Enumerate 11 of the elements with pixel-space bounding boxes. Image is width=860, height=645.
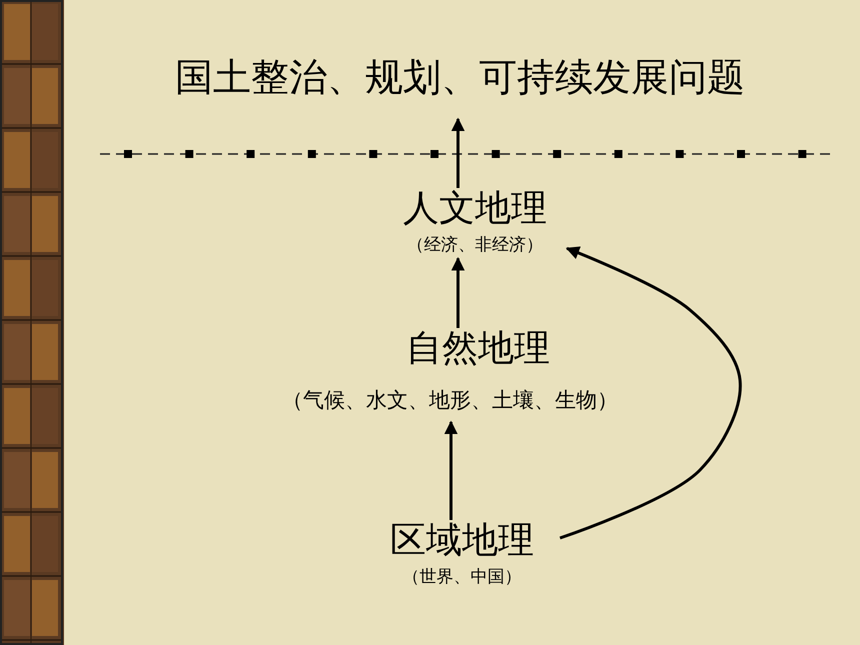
topic-details: （经济、非经济）: [407, 234, 543, 256]
arrow: [560, 246, 742, 540]
topic-label: 区域地理: [390, 520, 534, 562]
topic-label: 自然地理: [406, 328, 550, 370]
arrow: [451, 257, 465, 328]
topic-details: （气候、水文、地形、土壤、生物）: [282, 387, 619, 414]
topic-details: （世界、中国）: [402, 566, 522, 588]
arrow: [451, 118, 465, 188]
topic-label: 人文地理: [403, 188, 547, 230]
title-text: 国土整治、规划、可持续发展问题: [175, 54, 745, 101]
arrow: [444, 420, 458, 520]
